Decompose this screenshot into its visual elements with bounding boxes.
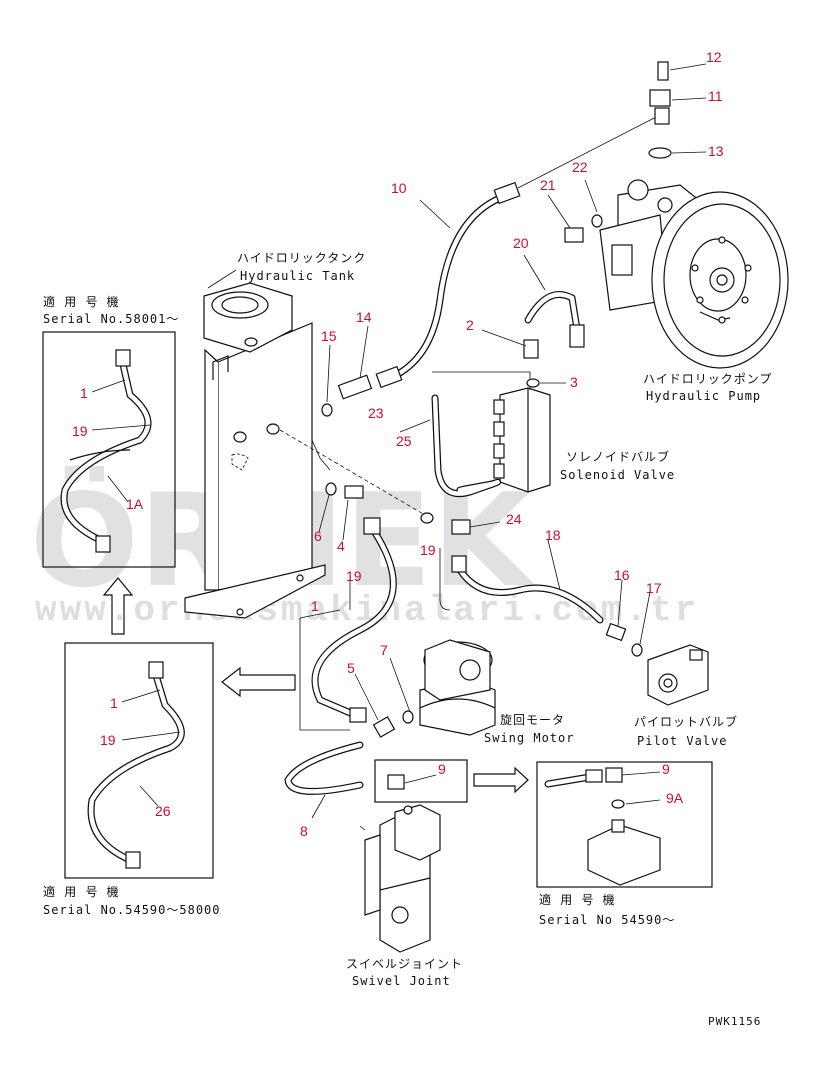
hydraulic-tank <box>184 282 426 619</box>
inset-top <box>42 331 176 568</box>
callout-10: 10 <box>391 180 407 196</box>
callout-5: 5 <box>347 660 355 676</box>
component-labels: ハイドロリックタンク Hydraulic Tank ハイドロリックポンプ Hyd… <box>43 251 772 1028</box>
inset-top-callout-19: 19 <box>72 423 88 439</box>
hydraulic-pump-label-en: Hydraulic Pump <box>646 389 761 403</box>
callout-1: 1 <box>311 598 319 614</box>
callout-15: 15 <box>321 328 337 344</box>
serial-right-label-en: Serial No 54590～ <box>539 913 675 927</box>
pilot-valve-label-jp: パイロットバルブ <box>634 714 738 729</box>
callout-6: 6 <box>314 528 322 544</box>
serial-right-label-jp: 適 用 号 機 <box>539 892 616 907</box>
inset-mid-callout-1: 1 <box>110 695 118 711</box>
serial-mid-label-en: Serial No.54590～58000 <box>43 903 221 917</box>
callout-12: 12 <box>706 49 722 65</box>
callout-23: 23 <box>368 405 384 421</box>
callout-20: 20 <box>513 235 529 251</box>
solenoid-valve-label-en: Solenoid Valve <box>560 468 675 482</box>
serial-top-label-jp: 適 用 号 機 <box>43 294 120 309</box>
callout-13: 13 <box>708 143 724 159</box>
hydraulic-tank-label-jp: ハイドロリックタンク <box>237 251 366 265</box>
callout-2: 2 <box>466 317 474 333</box>
pilot-valve <box>647 644 709 706</box>
inset-top-callout-1A: 1A <box>126 496 144 512</box>
swing-motor <box>419 639 496 736</box>
watermark: ÖRNEK www.orneksmakinalari.com.tr <box>30 466 696 631</box>
solenoid-valve-label-jp: ソレノイドバルブ <box>566 449 670 464</box>
inset-top-callout-1: 1 <box>80 385 88 401</box>
swivel-joint-label-jp: スイベルジョイント <box>346 957 463 971</box>
callout-24: 24 <box>506 511 522 527</box>
hydraulic-tank-label-en: Hydraulic Tank <box>240 269 355 283</box>
callout-14: 14 <box>356 309 372 325</box>
callout-18: 18 <box>545 527 561 543</box>
callout-21: 21 <box>540 177 556 193</box>
callout-17: 17 <box>646 580 662 596</box>
callout-9-right: 9 <box>662 761 670 777</box>
solenoid-valve <box>493 387 551 493</box>
drawing-code: PWK1156 <box>708 1015 761 1028</box>
callout-19-left: 19 <box>346 568 362 584</box>
swing-motor-label-jp: 旋回モータ <box>500 713 565 727</box>
callout-3: 3 <box>570 374 578 390</box>
callout-7: 7 <box>380 642 388 658</box>
serial-top-label-en: Serial No.58001～ <box>43 312 179 326</box>
callout-8: 8 <box>300 823 308 839</box>
inset-mid-callout-26: 26 <box>155 803 171 819</box>
serial-mid-label-jp: 適 用 号 機 <box>43 884 120 899</box>
callout-19-right: 19 <box>420 542 436 558</box>
callout-16: 16 <box>614 567 630 583</box>
pilot-valve-label-en: Pilot Valve <box>637 734 727 748</box>
swing-motor-label-en: Swing Motor <box>484 731 574 745</box>
leader-lines <box>311 63 707 831</box>
callout-9-left: 9 <box>438 761 446 777</box>
callout-9A: 9A <box>666 790 684 806</box>
callout-4: 4 <box>337 538 345 554</box>
callout-22: 22 <box>572 159 588 175</box>
inset-mid-callout-19: 19 <box>100 732 116 748</box>
swivel-joint-label-en: Swivel Joint <box>352 974 451 988</box>
swivel-joint <box>364 804 441 953</box>
hydraulic-pump <box>599 179 789 369</box>
hydraulic-pump-label-jp: ハイドロリックポンプ <box>643 372 772 386</box>
hoses <box>284 61 672 795</box>
callout-25: 25 <box>396 433 412 449</box>
callout-numbers: 12 11 13 22 21 10 20 14 15 2 3 23 25 6 4… <box>72 49 724 839</box>
detail-boxes <box>102 577 713 888</box>
inset-mid <box>64 642 214 879</box>
callout-11: 11 <box>708 88 723 104</box>
